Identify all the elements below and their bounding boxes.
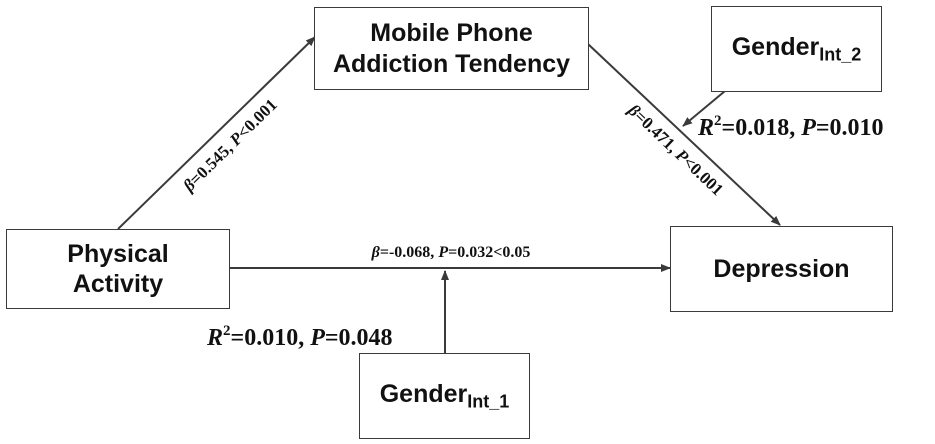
node-physical-activity-line1: Physical	[67, 239, 169, 268]
gender-int-1-stats-label: R2=0.010, P=0.048	[206, 323, 393, 351]
node-depression: Depression	[670, 226, 893, 312]
node-depression-label: Depression	[713, 254, 850, 283]
node-gender-int-1: GenderInt_1	[359, 353, 530, 439]
gender-int-1-base: Gender	[379, 379, 468, 408]
node-gender-int-1-label: GenderInt_1	[380, 379, 510, 413]
gender-int-2-stats-label: R2=0.018, P=0.010	[697, 113, 884, 141]
gender-int-1-subscript: Int_1	[467, 391, 510, 412]
node-gender-int-2-label: GenderInt_2	[732, 32, 862, 66]
path-pa-to-mpa-label: β=0.545, P<0.001	[179, 95, 281, 196]
gender-int-2-subscript: Int_2	[819, 44, 862, 65]
node-gender-int-2: GenderInt_2	[711, 6, 882, 92]
node-physical-activity-line2: Activity	[72, 270, 164, 298]
path-pa-to-mpa-arrow	[117, 36, 316, 230]
node-physical-activity: Physical Activity	[6, 229, 230, 309]
path-pa-to-dep-label: β=-0.068, P=0.032<0.05	[371, 244, 531, 261]
node-mobile-phone-addiction-line1: Mobile Phone	[370, 19, 533, 47]
node-mobile-phone-addiction-line2: Addiction Tendency	[332, 49, 571, 78]
node-mobile-phone-addiction: Mobile Phone Addiction Tendency	[314, 7, 589, 90]
path-mpa-to-dep-arrow	[587, 43, 781, 226]
gender-int-2-moderation-arrow	[682, 90, 726, 127]
gender-int-2-base: Gender	[731, 32, 820, 61]
